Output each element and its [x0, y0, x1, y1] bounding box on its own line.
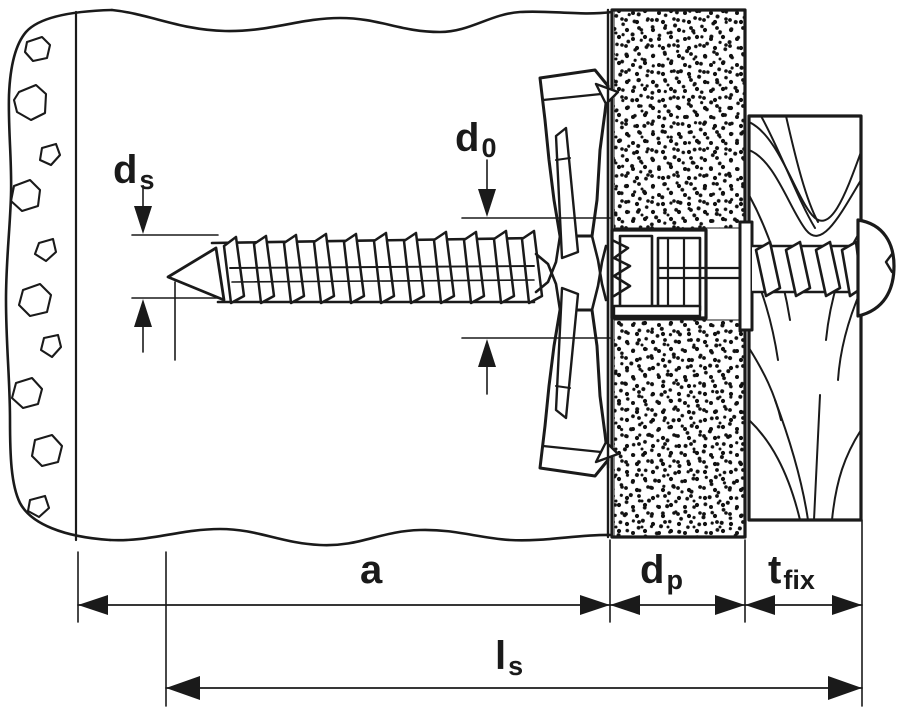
label-tfix-sub: fix [783, 564, 815, 595]
label-d0: d0 [455, 118, 496, 162]
label-ds: ds [113, 150, 154, 194]
label-dp-base: d [640, 548, 665, 592]
label-ls: ls [495, 636, 523, 680]
label-a: a [360, 550, 384, 594]
label-tfix-base: t [768, 548, 782, 592]
dimension-geometry [77, 159, 863, 707]
toggle-anchor [534, 68, 754, 478]
label-a-base: a [360, 548, 383, 592]
pan-head-screw [750, 218, 896, 318]
horizontal-dimension-arrows [77, 595, 863, 700]
label-d0-sub: 0 [481, 132, 497, 163]
label-ls-base: l [495, 634, 507, 678]
label-dp-sub: p [666, 564, 683, 595]
label-d0-base: d [455, 116, 480, 160]
label-ds-base: d [113, 148, 138, 192]
label-dp: dp [640, 550, 683, 594]
label-ds-sub: s [139, 164, 155, 195]
vertical-dimension-arrows [134, 189, 496, 367]
timber-fixture [747, 114, 863, 522]
aggregate-hatch [9, 35, 64, 519]
label-ls-sub: s [508, 650, 524, 681]
label-a-sub [382, 565, 384, 595]
wood-screw [166, 229, 544, 305]
label-tfix: tfix [768, 550, 815, 594]
